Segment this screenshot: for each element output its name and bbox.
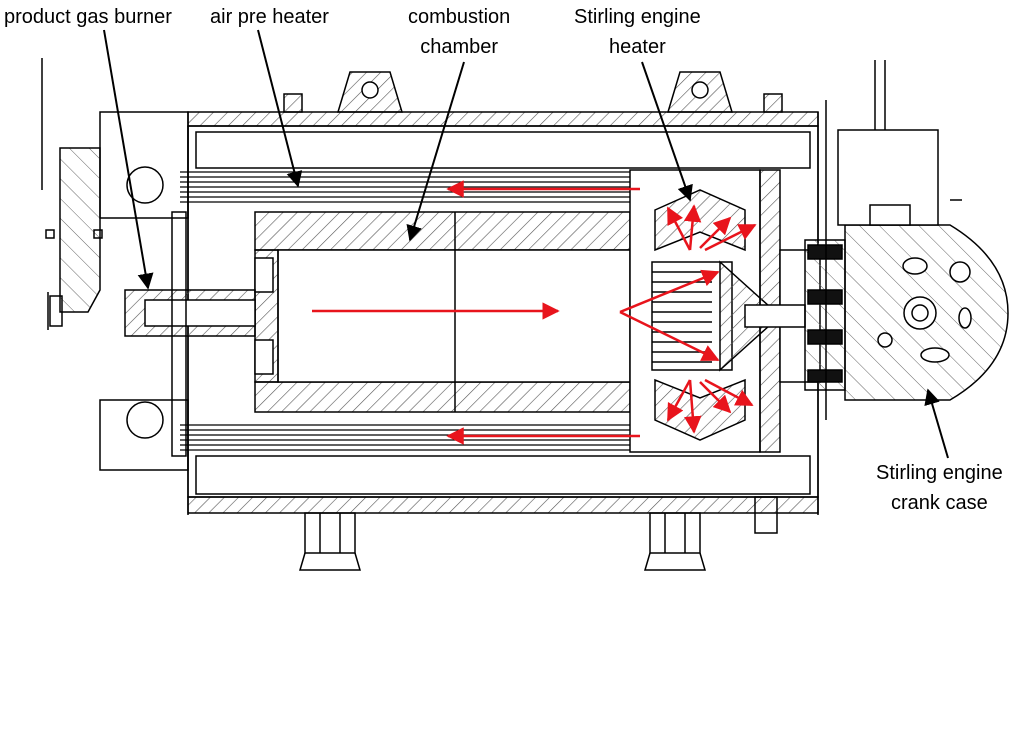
flow-arrows bbox=[312, 180, 757, 445]
leader-stirling-crank-case bbox=[924, 388, 949, 459]
label-product-gas-burner: product gas burner bbox=[4, 6, 172, 28]
label-combustion-chamber: combustion chamber bbox=[408, 6, 511, 58]
leader-stirling-heater bbox=[641, 61, 693, 202]
leader-air-pre-heater bbox=[257, 29, 303, 188]
crank-case bbox=[825, 60, 1009, 420]
engine-cylinders bbox=[744, 239, 846, 391]
burner-assembly bbox=[41, 58, 256, 471]
support-feet bbox=[298, 496, 778, 571]
label-stirling-engine-heater: Stirling engine heater bbox=[574, 6, 701, 58]
combustion-chamber-body bbox=[254, 211, 631, 413]
leader-combustion-chamber bbox=[406, 61, 465, 242]
lifting-lugs bbox=[283, 71, 783, 113]
leader-product-gas-burner bbox=[103, 29, 154, 290]
air-preheater-tubes bbox=[180, 171, 640, 451]
label-stirling-engine-crank-case: Stirling engine crank case bbox=[876, 462, 1003, 514]
label-air-pre-heater: air pre heater bbox=[210, 6, 329, 28]
leader-lines bbox=[103, 29, 949, 459]
